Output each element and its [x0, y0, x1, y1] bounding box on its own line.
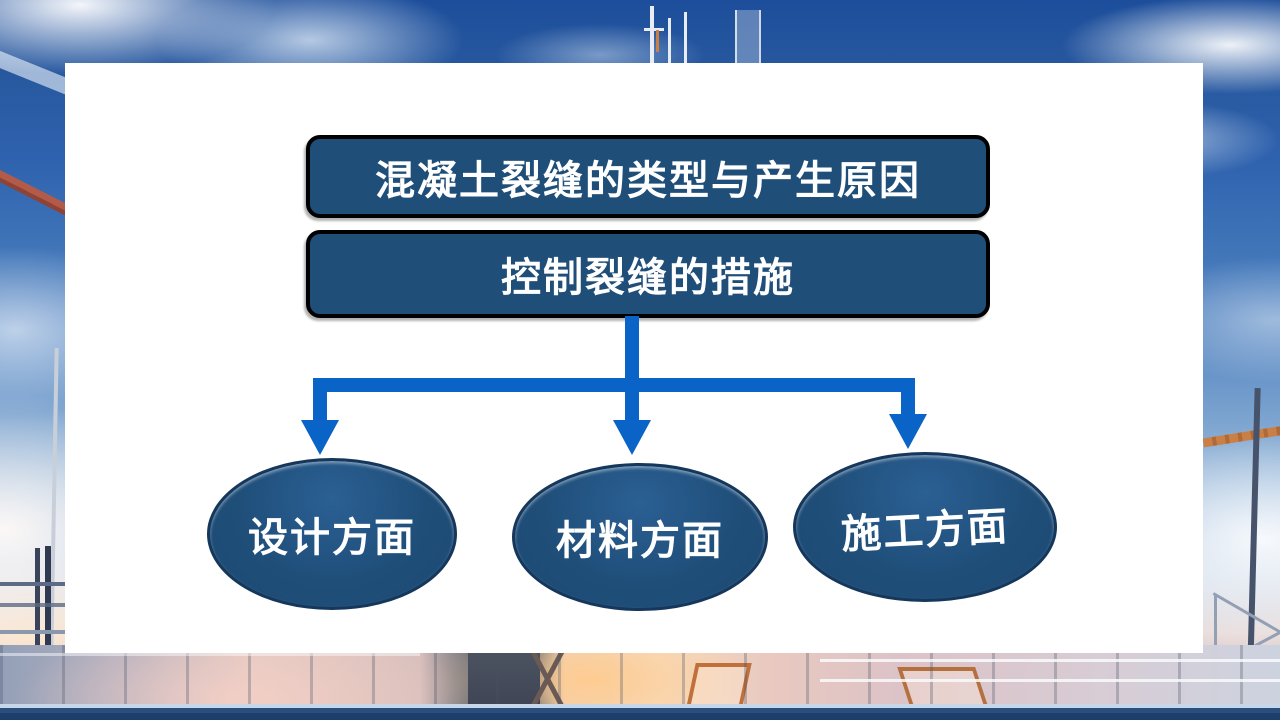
branch-label: 设计方面	[248, 516, 416, 560]
lattice-tower-top	[735, 10, 761, 63]
branch-ellipse-design: 设计方面	[207, 458, 457, 610]
branch-ellipse-material: 材料方面	[512, 463, 768, 611]
scaffold-rail	[820, 679, 1280, 682]
scaffold-rail-left	[0, 603, 66, 607]
flow-box-crack-types-causes: 混凝土裂缝的类型与产生原因	[306, 135, 990, 218]
scaffold-rail	[820, 659, 1280, 662]
mast-orange-accent	[656, 30, 659, 52]
flow-box-control-measures: 控制裂缝的措施	[306, 230, 990, 318]
scaffold-rail-left	[0, 630, 66, 634]
scaffold-rail	[0, 653, 420, 656]
branch-label: 材料方面	[556, 519, 724, 563]
mast-pole	[684, 12, 687, 63]
flow-box-label: 控制裂缝的措施	[501, 256, 795, 300]
mast-crossbar	[644, 28, 664, 31]
mast-pole	[650, 6, 654, 63]
scaffold-rail-left	[0, 582, 66, 586]
bottom-wall-band	[0, 704, 1280, 720]
branch-ellipse-construction: 施工方面	[793, 452, 1057, 602]
flow-box-label: 混凝土裂缝的类型与产生原因	[375, 158, 921, 203]
branch-label: 施工方面	[840, 504, 1011, 558]
mast-pole	[668, 18, 671, 63]
